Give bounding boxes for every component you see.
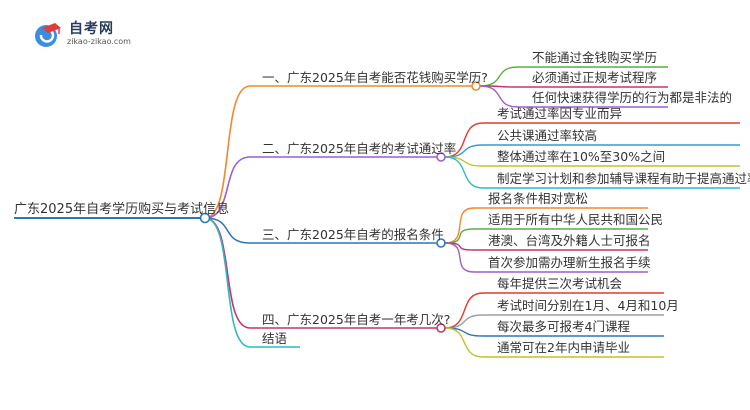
leaf-label-1-1[interactable]: 不能通过金钱购买学历 — [532, 50, 658, 65]
leaf-connector-1-3 — [479, 85, 519, 108]
branch-connector-2 — [204, 156, 251, 219]
branch-label-4[interactable]: 四、广东2025年自考一年考几次? — [262, 312, 451, 327]
leaf-label-2-2[interactable]: 公共课通过率较高 — [497, 128, 598, 143]
branch-node-circle-1 — [471, 81, 481, 91]
leaf-label-3-4[interactable]: 首次参加需办理新生报名手续 — [488, 255, 651, 270]
branch-node-circle-4 — [436, 323, 446, 333]
branch-node-circle-3 — [436, 238, 446, 248]
leaf-label-4-2[interactable]: 考试时间分别在1月、4月和10月 — [497, 298, 679, 313]
root-node-label[interactable]: 广东2025年自考学历购买与考试信息 — [14, 202, 230, 217]
logo-title: 自考网 — [69, 21, 114, 37]
logo-url: zikao-zikao.com — [67, 37, 131, 46]
site-logo[interactable]: 自考网 zikao-zikao.com — [33, 16, 153, 56]
leaf-label-2-3[interactable]: 整体通过率在10%至30%之间 — [497, 149, 666, 164]
branch-label-5[interactable]: 结语 — [262, 331, 288, 346]
branch-label-3[interactable]: 三、广东2025年自考的报名条件 — [262, 227, 444, 242]
branch-connector-5 — [204, 217, 251, 348]
leaf-label-3-1[interactable]: 报名条件相对宽松 — [488, 191, 589, 206]
leaf-label-4-3[interactable]: 每次最多可报考4门课程 — [497, 319, 630, 334]
root-node-circle — [199, 212, 211, 224]
branch-connector-4 — [204, 217, 251, 329]
branch-label-1[interactable]: 一、广东2025年自考能否花钱购买学历? — [262, 70, 488, 85]
branch-node-circle-2 — [436, 152, 446, 162]
leaf-label-1-3[interactable]: 任何快速获得学历的行为都是非法的 — [532, 90, 733, 105]
leaf-label-3-3[interactable]: 港澳、台湾及外籍人士可报名 — [488, 233, 651, 248]
leaf-label-3-2[interactable]: 适用于所有中华人民共和国公民 — [488, 212, 664, 227]
leaf-label-4-4[interactable]: 通常可在2年内申请毕业 — [497, 340, 630, 355]
leaf-label-2-1[interactable]: 考试通过率因专业而异 — [497, 106, 623, 121]
branch-connector-3 — [204, 217, 251, 244]
leaf-connector-2-3 — [444, 156, 484, 167]
branch-label-2[interactable]: 二、广东2025年自考的考试通过率 — [262, 141, 457, 156]
leaf-connector-4-2 — [444, 314, 484, 329]
leaf-label-1-2[interactable]: 必须通过正规考试程序 — [532, 70, 658, 85]
leaf-label-2-4[interactable]: 制定学习计划和参加辅导课程有助于提高通过率 — [497, 171, 750, 186]
branch-connector-1 — [204, 85, 251, 219]
leaf-connector-3-4 — [444, 242, 475, 273]
leaf-connector-2-4 — [444, 156, 484, 189]
leaf-label-4-1[interactable]: 每年提供三次考试机会 — [497, 276, 623, 291]
leaf-connector-4-4 — [444, 327, 484, 358]
graduation-cap-icon — [35, 23, 61, 47]
